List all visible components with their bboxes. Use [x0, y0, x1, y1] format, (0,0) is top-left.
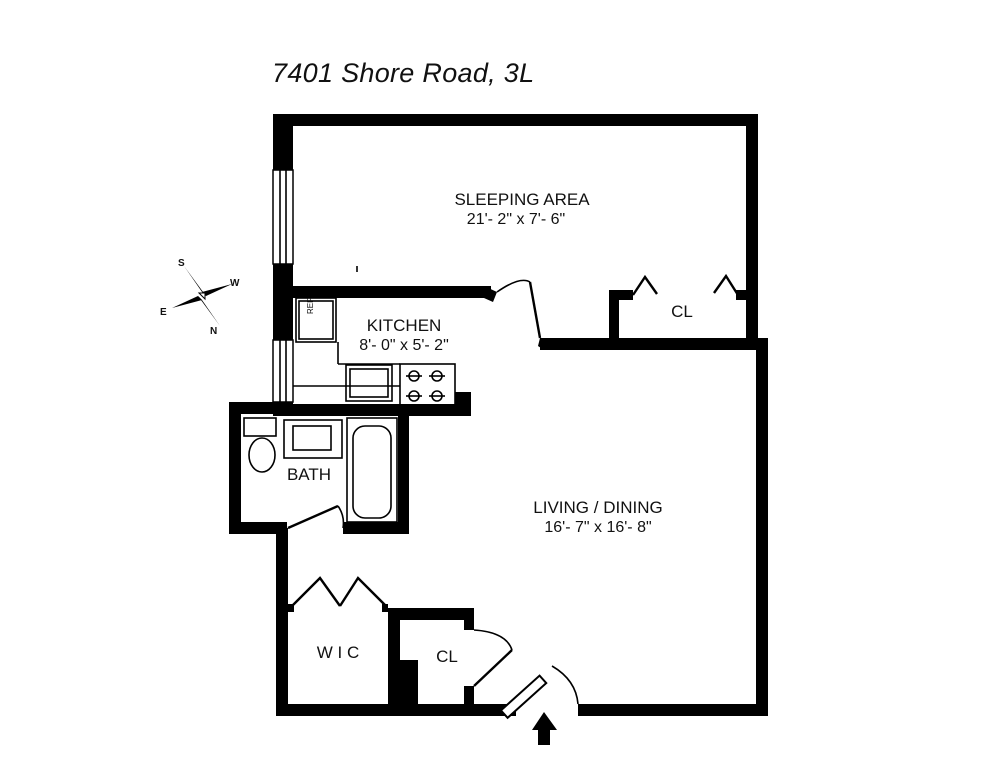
window-upper — [272, 169, 294, 265]
kitchen-label: KITCHEN — [366, 316, 442, 335]
door-upper-closet — [632, 273, 740, 296]
compass-south-label: S — [178, 258, 185, 269]
kitchen-sink — [345, 364, 393, 402]
wic-label: W I C — [316, 643, 360, 662]
toilet — [243, 417, 277, 473]
sleeping-area-dimensions: 21'- 2" x 7'- 6" — [466, 211, 566, 228]
compass-north-label: N — [210, 326, 218, 337]
entry-arrow-icon — [532, 712, 557, 745]
compass-west-label: W — [230, 278, 240, 289]
door-bath — [287, 504, 345, 530]
refrigerator — [295, 297, 337, 343]
refrigerator-label: REF — [306, 298, 315, 314]
bath-label: BATH — [286, 465, 332, 484]
door-wic — [291, 576, 387, 607]
sleeping-area-label: SLEEPING AREA — [454, 190, 590, 209]
kitchen-dimensions: 8'- 0" x 5'- 2" — [359, 337, 449, 354]
stove — [399, 363, 456, 409]
living-dining-label: LIVING / DINING — [533, 498, 663, 517]
plan-title: 7401 Shore Road, 3L — [272, 58, 535, 88]
door-entry — [499, 665, 579, 720]
closet-lower-label: CL — [436, 647, 458, 666]
bathtub — [346, 417, 398, 523]
interior-walls — [229, 286, 748, 716]
window-lower — [272, 339, 294, 403]
living-dining-dimensions: 16'- 7" x 16'- 8" — [544, 519, 652, 536]
compass-rose-icon — [172, 266, 232, 326]
door-lower-closet — [473, 629, 513, 687]
closet-upper-label: CL — [671, 302, 693, 321]
door-kitchen-sleeping — [496, 279, 542, 339]
compass-east-label: E — [160, 307, 167, 318]
bath-vanity — [283, 419, 343, 459]
